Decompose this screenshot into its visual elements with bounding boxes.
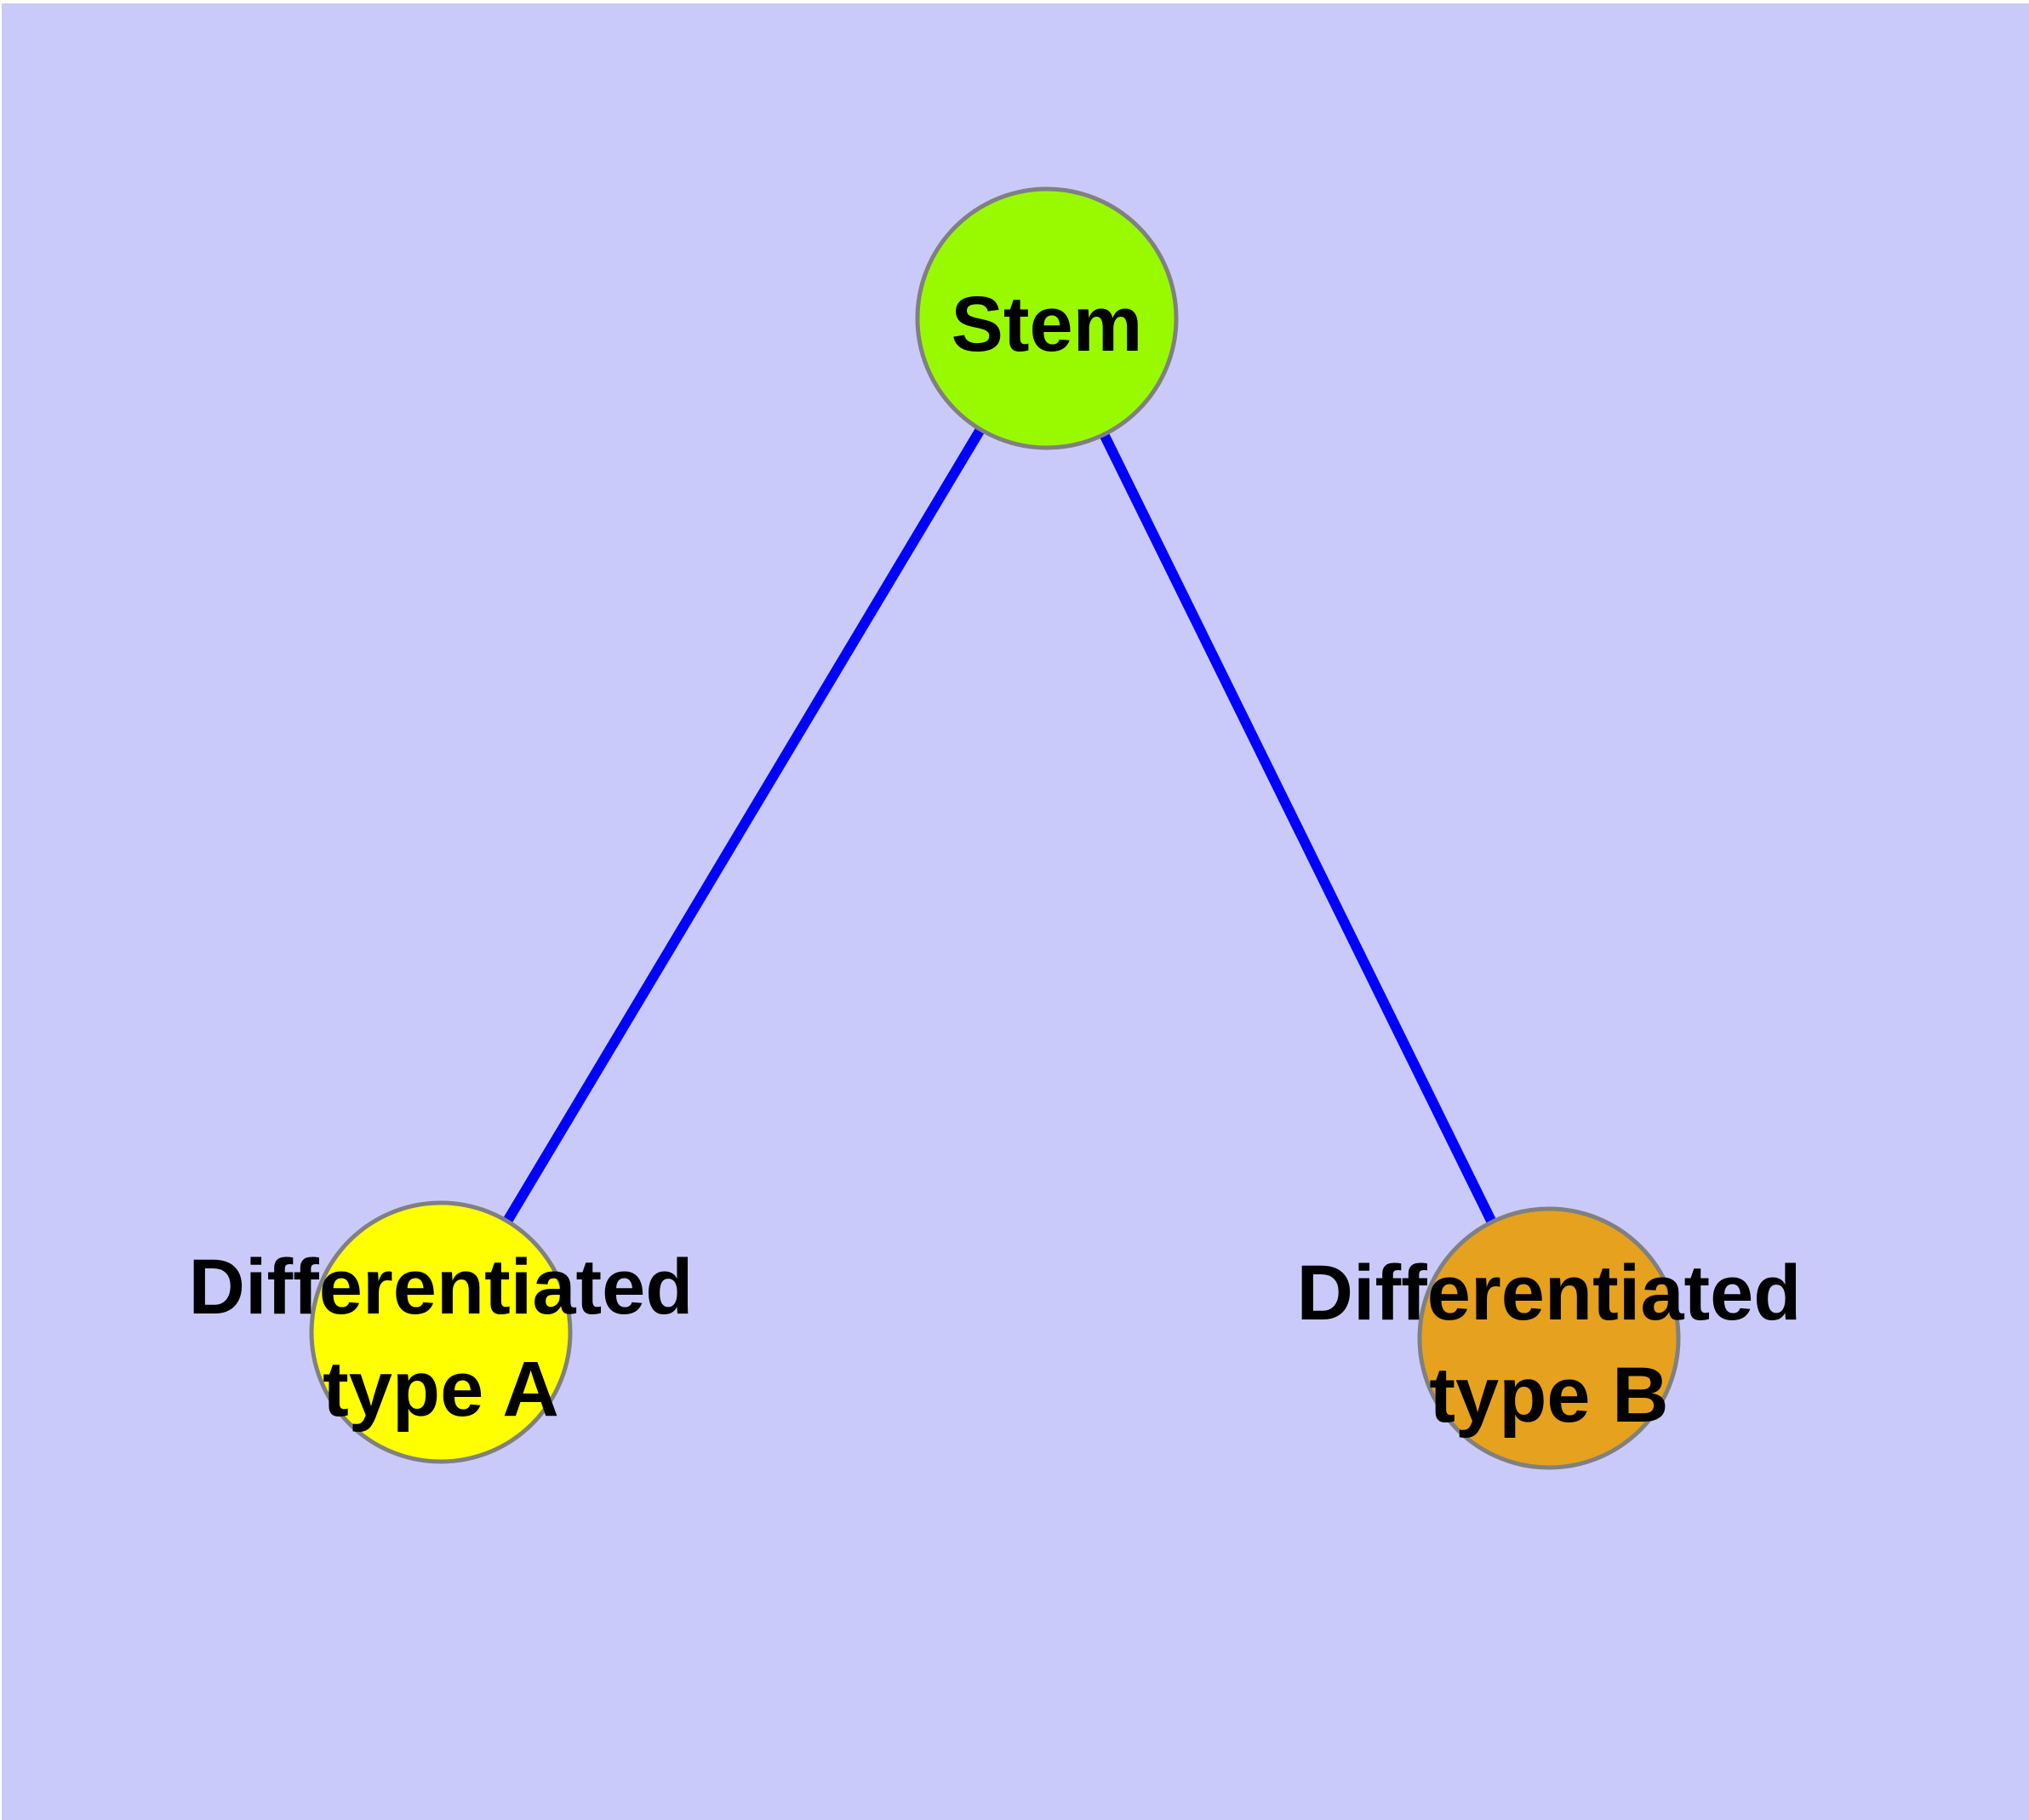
node-type-b [1417,1206,1681,1470]
node-label-line: Differentiated [189,1244,694,1331]
node-label-type-a: Differentiated type A [189,1244,694,1433]
node-label-stem: Stem [952,281,1143,368]
node-stem [915,186,1179,450]
node-label-type-b: Differentiated type B [1297,1250,1802,1439]
node-label-line: Differentiated [1297,1250,1802,1336]
node-label-line: Stem [952,281,1143,368]
node-label-line: type A [323,1346,559,1433]
edge-stem-type-b [1042,316,1554,1341]
edge-stem-type-a [436,315,1052,1336]
node-type-a [309,1200,573,1464]
edges-layer [436,315,1554,1341]
nodes-layer [309,186,1681,1470]
node-label-line: type B [1429,1352,1668,1439]
